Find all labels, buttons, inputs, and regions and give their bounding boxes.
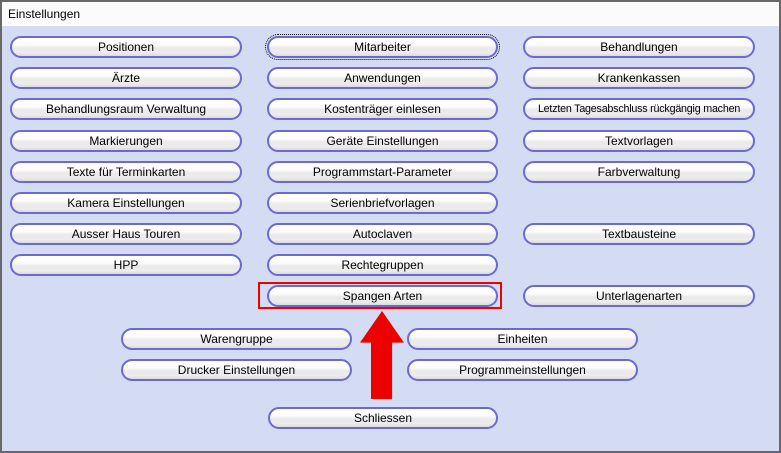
window-title: Einstellungen <box>8 7 81 21</box>
button-programmeinstellungen[interactable]: Programmeinstellungen <box>407 359 638 381</box>
button-krankenkassen[interactable]: Krankenkassen <box>523 67 755 89</box>
title-bar: Einstellungen <box>2 2 779 26</box>
button-mitarbeiter[interactable]: Mitarbeiter <box>265 34 500 60</box>
button-positionen[interactable]: Positionen <box>10 36 242 58</box>
button-ausser-haus-touren[interactable]: Ausser Haus Touren <box>10 223 242 245</box>
button-markierungen[interactable]: Markierungen <box>10 130 242 152</box>
button-anwendungen[interactable]: Anwendungen <box>267 67 498 89</box>
button-textvorlagen[interactable]: Textvorlagen <box>523 130 755 152</box>
button-farbverwaltung[interactable]: Farbverwaltung <box>523 161 755 183</box>
button-aerzte[interactable]: Ärzte <box>10 67 242 89</box>
button-behandlungen[interactable]: Behandlungen <box>523 36 755 58</box>
button-letzten-tagesabschluss-rueckgaengig[interactable]: Letzten Tagesabschluss rückgängig machen <box>523 98 755 120</box>
button-rechtegruppen[interactable]: Rechtegruppen <box>267 254 498 276</box>
button-textbausteine[interactable]: Textbausteine <box>523 223 755 245</box>
button-texte-fuer-terminkarten[interactable]: Texte für Terminkarten <box>10 161 242 183</box>
button-behandlungsraum-verwaltung[interactable]: Behandlungsraum Verwaltung <box>10 98 242 120</box>
button-unterlagenarten[interactable]: Unterlagenarten <box>523 285 755 307</box>
button-warengruppe[interactable]: Warengruppe <box>121 328 352 350</box>
button-geraete-einstellungen[interactable]: Geräte Einstellungen <box>267 130 498 152</box>
button-spangen-arten[interactable]: Spangen Arten <box>267 285 498 307</box>
button-kamera-einstellungen[interactable]: Kamera Einstellungen <box>10 192 242 214</box>
red-arrow-up-icon <box>360 311 404 399</box>
button-serienbriefvorlagen[interactable]: Serienbriefvorlagen <box>267 192 498 214</box>
button-drucker-einstellungen[interactable]: Drucker Einstellungen <box>121 359 352 381</box>
button-kostentraeger-einlesen[interactable]: Kostenträger einlesen <box>267 98 498 120</box>
button-hpp[interactable]: HPP <box>10 254 242 276</box>
button-programmstart-parameter[interactable]: Programmstart-Parameter <box>267 161 498 183</box>
button-schliessen[interactable]: Schliessen <box>268 407 498 429</box>
button-einheiten[interactable]: Einheiten <box>407 328 638 350</box>
button-autoclaven[interactable]: Autoclaven <box>267 223 498 245</box>
